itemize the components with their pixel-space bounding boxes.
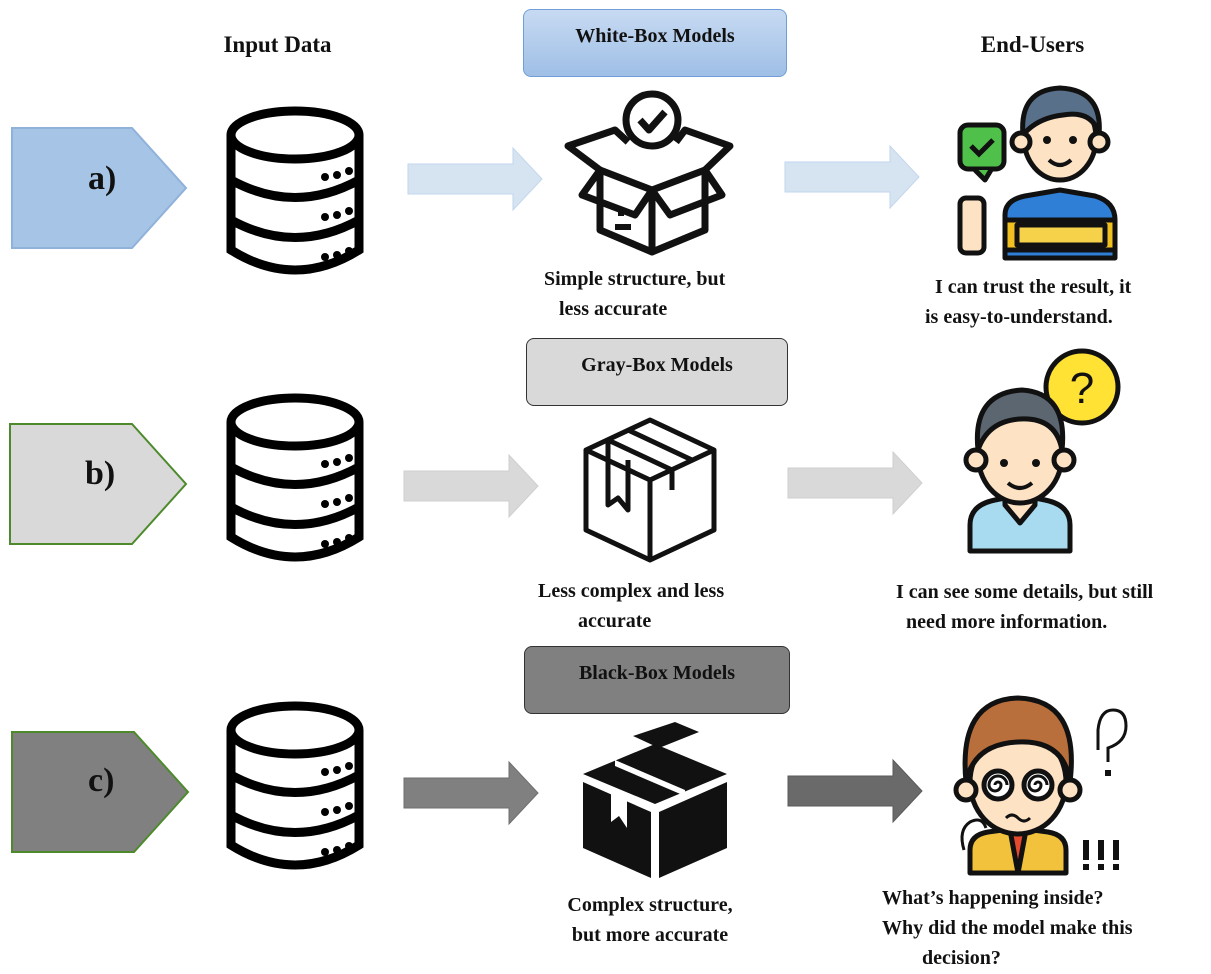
gray-box-user-caption: I can see some details, but still need m… — [896, 581, 1154, 633]
row-b-label: b) — [85, 455, 116, 492]
end-users-header: End-Users — [980, 32, 1085, 57]
row-a-tag — [11, 127, 188, 249]
closed-box-solid-icon — [583, 722, 727, 878]
confused-user-icon — [953, 695, 1128, 876]
flow-arrow — [784, 144, 920, 210]
black-box-models-badge: Black-Box Models — [524, 646, 790, 714]
gray-box-models-badge: Gray-Box Models — [526, 338, 788, 406]
row-c-label: c) — [88, 762, 115, 799]
white-box-models-badge: White-Box Models — [523, 9, 787, 77]
flow-arrow — [787, 450, 923, 516]
svg-text:?: ? — [1070, 364, 1094, 413]
gray-box-caption: Less complex and less accurate — [538, 580, 725, 632]
open-box-check-icon — [564, 90, 734, 256]
flow-arrow — [787, 758, 923, 824]
questioning-user-icon: ? — [963, 348, 1121, 554]
flow-arrow — [403, 453, 539, 519]
row-c-tag — [11, 731, 190, 853]
input-data-header: Input Data — [223, 32, 332, 57]
black-box-caption: Complex structure, but more accurate — [567, 894, 733, 946]
database-icon — [226, 106, 364, 275]
satisfied-user-icon — [957, 85, 1118, 261]
flow-arrow — [407, 146, 543, 212]
database-icon — [226, 701, 364, 870]
row-b-tag — [9, 423, 188, 545]
database-icon — [226, 393, 364, 562]
flow-arrow — [403, 760, 539, 826]
closed-box-outline-icon — [583, 417, 717, 563]
white-box-user-caption: I can trust the result, it is easy-to-un… — [925, 276, 1132, 328]
black-box-user-caption: What’s happening inside? Why did the mod… — [882, 887, 1133, 969]
row-a-label: a) — [88, 160, 117, 197]
white-box-caption: Simple structure, but less accurate — [544, 268, 726, 320]
